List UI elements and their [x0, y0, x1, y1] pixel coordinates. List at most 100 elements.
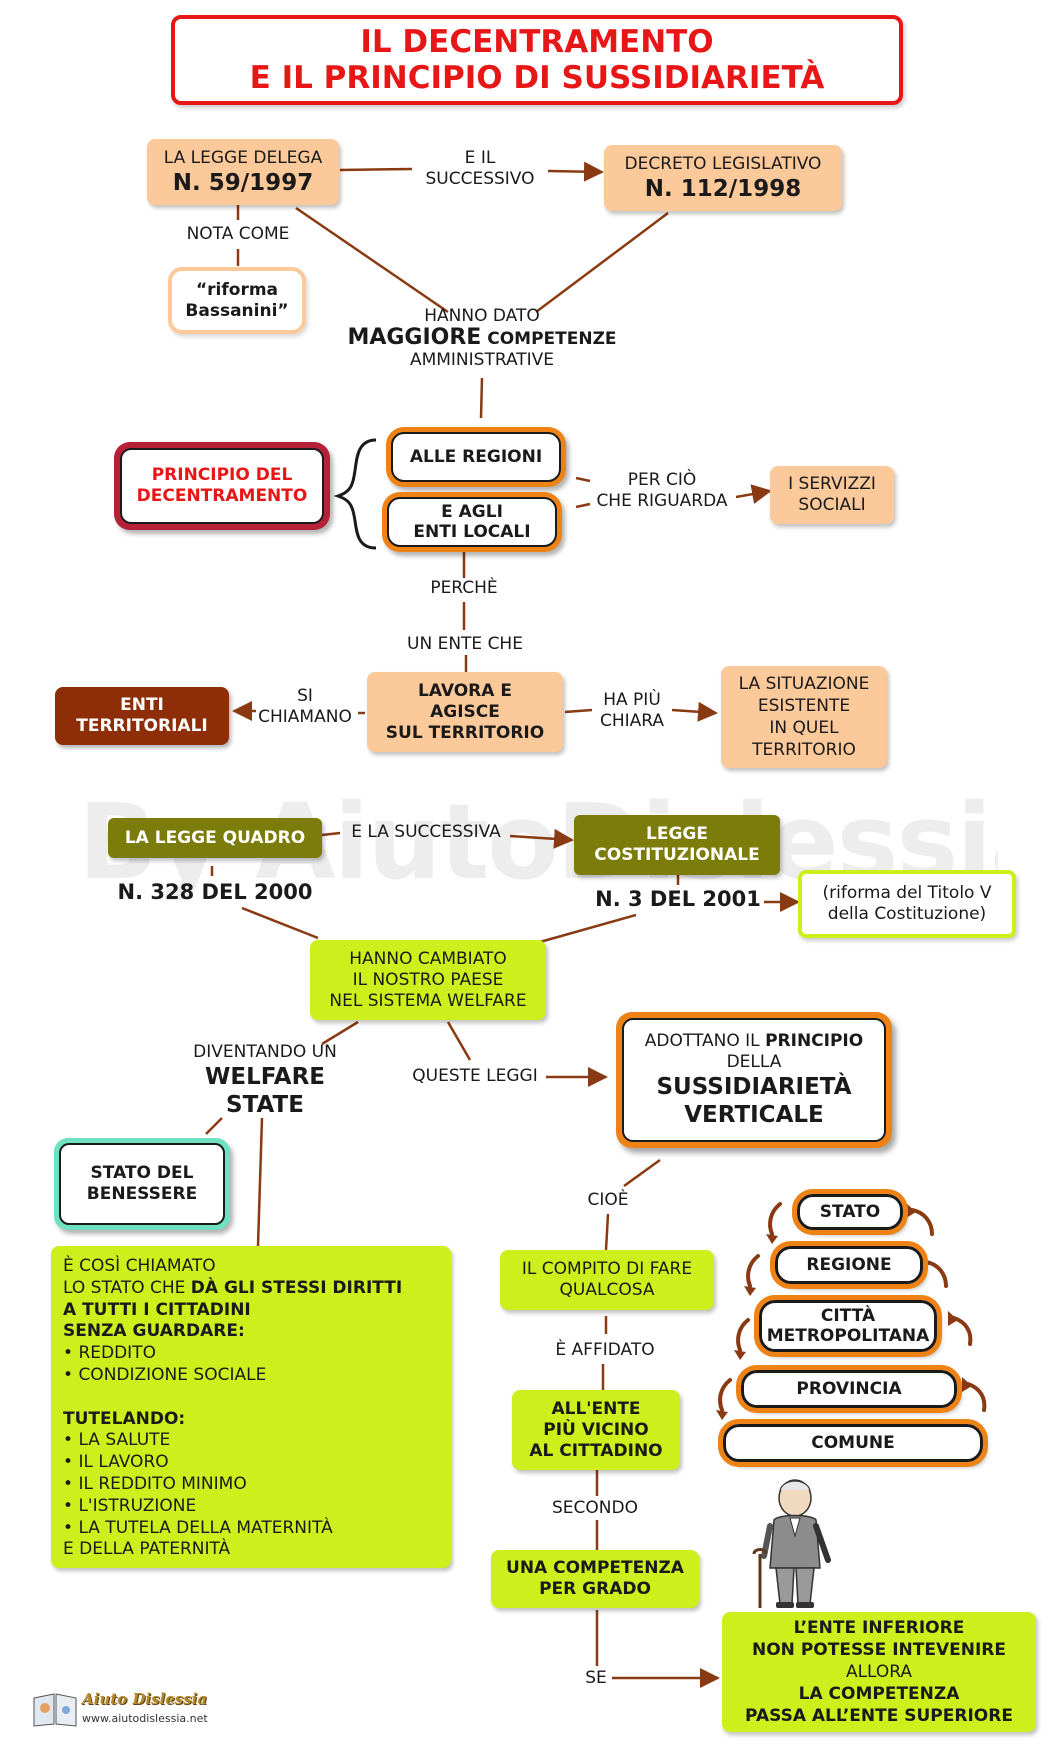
level-comune: COMUNE: [718, 1419, 988, 1467]
list-item: • L'ISTRUZIONE: [63, 1495, 197, 1516]
line-n328-cambiato: [241, 906, 319, 940]
servizi-line-1: I SERVIZZI: [788, 474, 876, 494]
lavora-line-2: AGISCE: [430, 701, 500, 722]
legge-costituzionale-box: LEGGE COSTITUZIONALE: [574, 815, 780, 875]
line-decreto-hanno: [535, 212, 669, 313]
nota-come-label: NOTA COME: [186, 224, 290, 244]
senza-guardare-list: • REDDITO • CONDIZIONE SOCIALE: [63, 1343, 439, 1387]
level-citta-metropolitana: CITTÀ METROPOLITANA: [754, 1295, 942, 1357]
list-item-text: CONDIZIONE SOCIALE: [78, 1364, 267, 1385]
list-item: • CONDIZIONE SOCIALE: [63, 1364, 267, 1385]
welfare-desc-line-3: A TUTTI I CITTADINI: [63, 1299, 251, 1320]
level-regione: REGIONE: [770, 1241, 928, 1289]
compito-box: IL COMPITO DI FARE QUALCOSA: [500, 1250, 714, 1310]
lo-stato-che-text: LO STATO CHE: [63, 1277, 186, 1298]
perche-label: PERCHÈ: [430, 578, 498, 598]
ente-vicino-box: ALL'ENTE PIÙ VICINO AL CITTADINO: [512, 1390, 680, 1470]
principio-decentramento-inner: PRINCIPIO DEL DECENTRAMENTO: [120, 448, 324, 524]
titolo-line-2: della Costituzione): [827, 904, 987, 924]
titolo-line-1: (riforma del Titolo V: [822, 883, 992, 903]
chiamano-text: CHIAMANO: [258, 707, 352, 727]
list-item-text: IL REDDITO MINIMO: [78, 1473, 247, 1494]
state-text: STATE: [226, 1092, 304, 1118]
riforma-line-1: “riforma: [195, 279, 279, 300]
list-item-text: LA TUTELA DELLA MATERNITÀ: [78, 1517, 333, 1538]
benessere-line-1: STATO DEL: [90, 1163, 194, 1183]
inferiore-line-3: ALLORA: [845, 1662, 913, 1682]
ente-vicino-line-3: AL CITTADINO: [529, 1440, 663, 1461]
competenza-line-2: PER GRADO: [539, 1579, 651, 1599]
e-il-text: E IL: [464, 148, 496, 168]
sussidiarieta-text: SUSSIDIARIETÀ: [656, 1074, 852, 1100]
inferiore-line-1: L’ENTE INFERIORE: [793, 1618, 965, 1638]
curved-arrow-left-1: [768, 1202, 782, 1236]
e-la-successiva-label: E LA SUCCESSIVA: [351, 822, 501, 842]
welfare-desc-line-2: LO STATO CHE DÀ GLI STESSI DIRITTI: [63, 1278, 439, 1300]
hanno-dato-line-3: AMMINISTRATIVE: [409, 350, 555, 370]
list-item-text: REDDITO: [78, 1343, 156, 1364]
cioe-label: CIOÈ: [587, 1190, 629, 1210]
decreto-label: DECRETO LEGISLATIVO: [624, 153, 822, 174]
principio-line-2: DECENTRAMENTO: [136, 486, 308, 506]
secondo-label: SECONDO: [552, 1498, 638, 1518]
competenza-grado-box: UNA COMPETENZA PER GRADO: [491, 1550, 699, 1608]
compito-line-2: QUALCOSA: [559, 1280, 655, 1300]
enti-locali-box: E AGLI ENTI LOCALI: [382, 492, 562, 552]
title-line-1: IL DECENTRAMENTO: [360, 24, 714, 60]
hanno-dato-line-1: HANNO DATO: [424, 306, 540, 326]
enti-locali-line-2: ENTI LOCALI: [413, 522, 531, 542]
situazione-box: LA SITUAZIONE ESISTENTE IN QUEL TERRITOR…: [721, 666, 887, 768]
ha-piu-text: HA PIÙ: [603, 690, 661, 710]
arrow-percio-servizi: [735, 484, 772, 504]
list-item-text: LA SALUTE: [78, 1430, 171, 1451]
ente-inferiore-box: L’ENTE INFERIORE NON POTESSE INTEVENIRE …: [722, 1612, 1036, 1732]
elderly-man-icon: [752, 1479, 831, 1608]
level-provincia: PROVINCIA: [736, 1365, 962, 1413]
list-item: • LA TUTELA DELLA MATERNITÀ: [63, 1517, 333, 1538]
enti-territoriali-line-1: ENTI: [120, 695, 164, 715]
welfare-desc-line-4: SENZA GUARDARE:: [63, 1321, 245, 1342]
adottano-box: ADOTTANO IL PRINCIPIO DELLA SUSSIDIARIET…: [616, 1012, 892, 1148]
costituzionale-line-1: LEGGE: [646, 824, 708, 844]
logo-url: www.aiutodislessia.net: [82, 1712, 208, 1725]
situazione-line-1: LA SITUAZIONE: [738, 674, 870, 694]
riforma-bassanini-box: “riforma Bassanini”: [168, 267, 306, 334]
decreto-number: N. 112/1998: [644, 175, 802, 202]
adottano-inner: ADOTTANO IL PRINCIPIO DELLA SUSSIDIARIET…: [622, 1018, 886, 1142]
list-item-text: L'ISTRUZIONE: [78, 1495, 197, 1516]
line-hanno-regioni: [479, 377, 484, 419]
situazione-line-3: IN QUEL: [769, 718, 839, 738]
per-cio-line-1: PER CIÒ: [627, 470, 697, 490]
hanno-cambiato-box: HANNO CAMBIATO IL NOSTRO PAESE NEL SISTE…: [310, 940, 546, 1020]
cambiato-line-1: HANNO CAMBIATO: [349, 948, 507, 969]
ente-vicino-line-1: ALL'ENTE: [551, 1398, 641, 1419]
list-item: • REDDITO: [63, 1343, 156, 1364]
curved-arrow-right-3: [952, 1316, 973, 1346]
tutelando-heading: TUTELANDO:: [63, 1408, 186, 1429]
un-ente-che-label: UN ENTE CHE: [407, 634, 523, 654]
arrow-successivo-decreto: [547, 161, 604, 182]
line-diventando-welfare: [256, 1117, 264, 1247]
se-label: SE: [585, 1668, 607, 1688]
principio-decentramento-box: PRINCIPIO DEL DECENTRAMENTO: [114, 442, 330, 530]
adottano-line-2: DELLA: [726, 1052, 782, 1072]
enti-locali-inner: E AGLI ENTI LOCALI: [387, 497, 557, 547]
list-item: • LA SALUTE: [63, 1430, 171, 1451]
line-delega-successivo: [339, 167, 413, 172]
logo-name: Aiuto Dislessia: [82, 1690, 208, 1708]
costituzionale-line-2: COSTITUZIONALE: [594, 845, 760, 865]
curved-arrow-right-4: [966, 1382, 987, 1412]
enti-locali-line-1: E AGLI: [441, 502, 503, 522]
lavora-line-1: LAVORA E: [418, 680, 512, 701]
enti-territoriali-line-2: TERRITORIALI: [76, 716, 208, 736]
n328-label: N. 328 DEL 2000: [117, 880, 313, 904]
maggiore-text: MAGGIORE: [347, 325, 482, 350]
welfare-desc-line-1: È COSÌ CHIAMATO: [63, 1256, 216, 1276]
spacer: [63, 1387, 439, 1409]
inferiore-line-5: PASSA ALL’ENTE SUPERIORE: [745, 1706, 1013, 1726]
curved-arrow-left-3: [736, 1318, 750, 1352]
main-title: IL DECENTRAMENTO E IL PRINCIPIO DI SUSSI…: [171, 15, 903, 105]
cambiato-line-3: NEL SISTEMA WELFARE: [329, 990, 527, 1011]
lavora-agisce-box: LAVORA E AGISCE SUL TERRITORIO: [367, 672, 563, 752]
line-adottano-cioe: [623, 1158, 661, 1188]
